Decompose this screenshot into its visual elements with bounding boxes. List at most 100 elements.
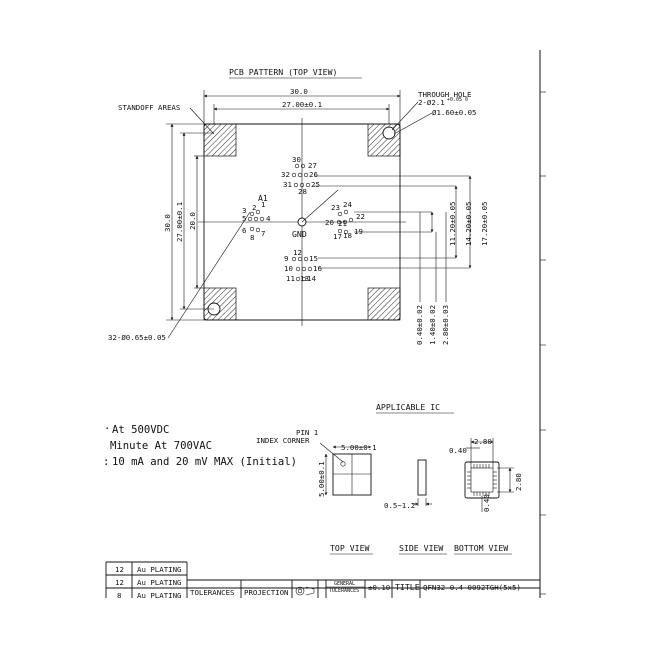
notes-block: · At 500VDC Minute At 700VAC : 10 mA and… bbox=[103, 423, 297, 468]
title-value: QFN32-0.4-0092TGH(5x5) bbox=[423, 583, 521, 592]
pcb-pattern-title: PCB PATTERN (TOP VIEW) bbox=[229, 67, 337, 77]
svg-text:24: 24 bbox=[343, 200, 352, 209]
standoff-area-bottom-left bbox=[203, 287, 237, 321]
standoff-area-bottom-right bbox=[367, 287, 401, 321]
tolerances-label: TOLERANCES bbox=[190, 588, 235, 597]
note-line-3: 10 mA and 20 mV MAX (Initial) bbox=[112, 456, 297, 468]
note-line-2: Minute At 700VAC bbox=[110, 440, 212, 452]
svg-text:23: 23 bbox=[331, 203, 340, 212]
pin-group-left: 3 2 1 5 4 6 8 7 bbox=[242, 200, 271, 242]
dim-left-inner: 20.0 bbox=[188, 212, 197, 230]
dim-right-1: 11.20±0.05 bbox=[448, 202, 457, 247]
title-label: TITLE bbox=[395, 582, 420, 592]
svg-text:10: 10 bbox=[284, 264, 293, 273]
applicable-ic-view: APPLICABLE IC PIN 1 INDEX CORNER 5.00±0.… bbox=[256, 402, 523, 555]
a1-label: A1 bbox=[258, 193, 268, 203]
svg-text:1: 1 bbox=[261, 200, 265, 209]
row-desc-2: Au PLATING bbox=[137, 578, 182, 587]
svg-text:13: 13 bbox=[300, 274, 309, 283]
dim-right-3: 17.20±0.05 bbox=[480, 202, 489, 247]
dim-top-inner: 27.00±0.1 bbox=[282, 100, 322, 109]
svg-text:20: 20 bbox=[325, 218, 334, 227]
svg-text:16: 16 bbox=[313, 264, 322, 273]
svg-text:32: 32 bbox=[281, 170, 290, 179]
through-hole-dia2: Ø1.60±0.05 bbox=[432, 108, 477, 117]
ic-bottom-dim-left: 0.40 bbox=[449, 446, 467, 455]
ic-dim-width: 5.00±0.1 bbox=[341, 443, 377, 452]
row-desc-3: Au PLATING bbox=[137, 591, 182, 600]
pin-group-top: 30 27 32 26 31 25 28 bbox=[281, 155, 320, 196]
svg-text:14: 14 bbox=[307, 274, 316, 283]
top-view-label: TOP VIEW bbox=[330, 543, 370, 553]
applicable-ic-title: APPLICABLE IC bbox=[376, 402, 440, 412]
side-view-label: SIDE VIEW bbox=[399, 543, 443, 553]
general-tol-label-1: GENERAL bbox=[334, 581, 355, 587]
svg-text:21: 21 bbox=[338, 219, 347, 228]
svg-text:22: 22 bbox=[356, 212, 365, 221]
through-hole-dia: 2-Ø2.1 bbox=[418, 98, 445, 107]
svg-text:12: 12 bbox=[293, 248, 302, 257]
dim-bottom-1: 0.40±0.02 bbox=[415, 305, 424, 345]
svg-text:18: 18 bbox=[343, 231, 352, 240]
svg-text:25: 25 bbox=[311, 180, 320, 189]
pcb-pattern-view: PCB PATTERN (TOP VIEW) 30.0 27.00±0.1 bbox=[108, 67, 489, 345]
pin1-label: PIN 1 bbox=[296, 428, 318, 437]
projection-label: PROJECTION bbox=[244, 588, 289, 597]
pcb-right-dimensions: 11.20±0.05 14.20±0.05 17.20±0.05 bbox=[314, 175, 489, 269]
svg-text:30: 30 bbox=[292, 155, 301, 164]
svg-text:9: 9 bbox=[284, 254, 288, 263]
svg-text:31: 31 bbox=[283, 180, 292, 189]
ic-bottom-dim-top: 2.80 bbox=[474, 437, 492, 446]
dim-bottom-2: 1.40±0.02 bbox=[428, 305, 437, 345]
svg-text:11: 11 bbox=[286, 274, 295, 283]
pcb-bottom-dimensions: 0.40±0.02 1.40±0.02 2.80±0.03 bbox=[415, 212, 450, 345]
ic-side-view-body bbox=[417, 459, 427, 496]
ic-bottom-dim-right: 2.80 bbox=[514, 473, 523, 491]
general-tol-label-2: TOLERANCES bbox=[329, 588, 359, 594]
ic-bottom-dim-bottom: 0.40 bbox=[482, 494, 491, 512]
svg-text:7: 7 bbox=[261, 229, 265, 238]
standoff-areas-label: STANDOFF AREAS bbox=[118, 103, 180, 112]
title-block: 12 Au PLATING 12 Au PLATING 8 Au PLATING… bbox=[105, 561, 540, 600]
through-hole-tol: +0.05 0 bbox=[447, 97, 468, 103]
bottom-view-label: BOTTOM VIEW bbox=[454, 543, 508, 553]
svg-text:27: 27 bbox=[308, 161, 317, 170]
pin-hole-label: 32-Ø0.65±0.05 bbox=[108, 333, 166, 342]
row-qty-2: 12 bbox=[115, 578, 124, 587]
svg-text:28: 28 bbox=[298, 187, 307, 196]
projection-symbol-icon bbox=[295, 586, 315, 596]
row-qty-1: 12 bbox=[115, 565, 124, 574]
sheet-border bbox=[539, 50, 546, 598]
ic-dim-height: 5.00±0.1 bbox=[317, 461, 326, 497]
svg-text:26: 26 bbox=[309, 170, 318, 179]
standoff-area-top-right bbox=[367, 123, 401, 157]
tol-value: ±0.10 bbox=[368, 583, 390, 592]
dim-right-2: 14.20±0.05 bbox=[464, 202, 473, 247]
ic-side-dim: 0.5~1.2 bbox=[384, 501, 415, 510]
gnd-label: GND bbox=[292, 229, 307, 239]
note-line-1: At 500VDC bbox=[112, 424, 169, 436]
through-hole-label: THROUGH HOLE bbox=[418, 90, 471, 99]
row-qty-3: 8 bbox=[117, 591, 121, 600]
svg-text:17: 17 bbox=[333, 232, 342, 241]
svg-text:·: · bbox=[104, 423, 110, 435]
dim-top-outer: 30.0 bbox=[290, 87, 308, 96]
pin-group-bottom: 12 9 15 10 16 11 13 14 bbox=[284, 248, 322, 283]
pin-group-right: 23 24 22 20 21 17 18 19 bbox=[325, 200, 365, 241]
svg-text:15: 15 bbox=[309, 254, 318, 263]
index-corner-label: INDEX CORNER bbox=[256, 436, 310, 445]
svg-text:6: 6 bbox=[242, 226, 246, 235]
svg-text:2: 2 bbox=[252, 203, 256, 212]
svg-text::: : bbox=[103, 456, 109, 468]
dim-bottom-3: 2.80±0.03 bbox=[441, 305, 450, 345]
svg-text:3: 3 bbox=[242, 206, 246, 215]
svg-text:8: 8 bbox=[250, 233, 254, 242]
dim-left-mid: 27.00±0.1 bbox=[175, 202, 184, 242]
row-desc-1: Au PLATING bbox=[137, 565, 182, 574]
svg-text:5: 5 bbox=[242, 214, 246, 223]
dim-left-outer: 30.0 bbox=[163, 214, 172, 232]
ic-bottom-view: 2.80 0.40 2.80 0.40 bbox=[449, 437, 523, 512]
svg-text:4: 4 bbox=[266, 214, 271, 223]
svg-text:19: 19 bbox=[354, 227, 363, 236]
